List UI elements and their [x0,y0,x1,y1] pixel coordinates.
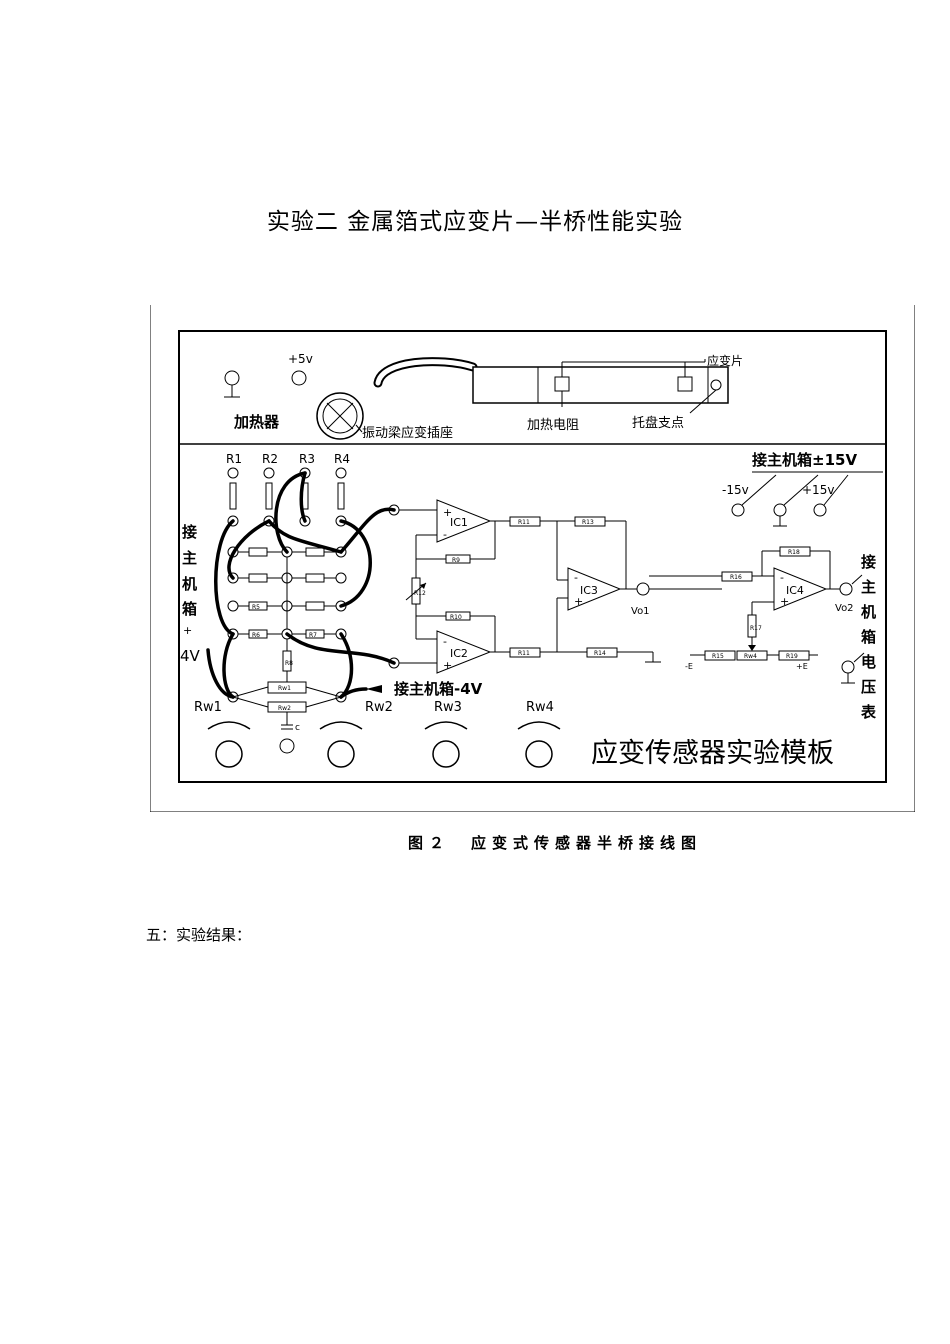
svg-text:主: 主 [182,549,197,567]
rw3-label: Rw3 [434,700,462,715]
svg-text:+: + [780,595,789,608]
plus15v-label: +15v [802,483,834,497]
pot-rw1-box-label: Rw1 [278,685,291,692]
svg-text:压: 压 [861,678,876,696]
rw4-label: Rw4 [526,700,554,715]
svg-text:箱: 箱 [182,600,197,618]
plus-sign-label: + [183,624,192,637]
connection-wires [206,471,396,699]
resistor-r8-label: R8 [285,660,293,667]
svg-text:箱: 箱 [861,628,876,646]
ic1-label: IC1 [450,516,468,529]
rw1-knob [215,740,243,768]
resistor-r15 [704,650,736,661]
host-box-minus4v-label: 接主机箱-4V [394,680,483,698]
resistor-r17-label: R17 [750,625,762,632]
ic4-label: IC4 [786,584,804,597]
resistor-r6-label: R6 [252,632,260,639]
vibration-socket-icon [316,392,364,440]
svg-text:+: + [443,506,452,519]
resistor-r9-label: R9 [452,557,460,564]
four-v-label: 4V [180,647,201,665]
ic3-amplifier [567,567,622,611]
rw3-knob [432,740,460,768]
c-label: c [295,723,300,733]
minus15v-terminal [731,503,745,517]
tray-pivot-label: 托盘支点 [632,415,684,431]
svg-text:+: + [443,659,452,672]
resistor-r19-label: R19 [786,653,798,660]
svg-text:表: 表 [861,703,877,721]
host-box-plus4v-label-1: 接 [182,523,197,541]
rw4-knob [525,740,553,768]
resistor-label-r3: R3 [299,452,315,466]
ic4-amplifier [773,567,828,611]
board-title: 应变传感器实验模板 [591,738,834,769]
svg-text:机: 机 [861,603,876,621]
resistor-r18-label: R18 [788,549,800,556]
ic1-amplifier [436,499,492,543]
minus15v-label: -15v [722,483,749,497]
rw2-arc [319,721,363,730]
svg-text:-: - [780,571,784,584]
heating-resistor-label: 加热电阻 [527,418,579,433]
pot-rw2-box-label: Rw2 [278,705,291,712]
ic3-label: IC3 [580,584,598,597]
wiring-diagram-figure: +5v 加热器 振动梁应变插座 应变片 加热电阻 托盘支点 接主机箱±15V -… [150,305,915,812]
ground-terminal-heater [224,370,240,398]
vo2-terminal [839,582,853,596]
ic2-label: IC2 [450,647,468,660]
rw3-arc [424,721,468,730]
rw4-arc [517,721,561,730]
resistor-r7-label: R7 [309,632,317,639]
svg-text:主: 主 [861,578,876,596]
host-box-15v-label: 接主机箱±15V [752,451,857,469]
plus15v-terminal [813,503,827,517]
plus5v-label: +5v [288,352,313,366]
strain-resistor-r1 [227,467,239,527]
resistor-r13-label: R13 [582,519,594,526]
vibration-socket-label: 振动梁应变插座 [362,425,453,441]
svg-text:-: - [574,571,578,584]
resistor-r11b-label: R11 [518,650,530,657]
ic2-amplifier [436,630,492,674]
section-heading-results: 五：实验结果： [146,926,252,944]
strain-gauge-label: 应变片 [707,353,743,368]
plus5v-terminal [291,370,307,386]
vo2-label: Vo2 [835,603,854,614]
svg-text:-: - [443,528,447,541]
svg-text:-: - [443,635,447,648]
figure-caption: 图２ 应变式传感器半桥接线图 [408,834,703,852]
resistor-label-r1: R1 [226,452,242,466]
rw1-label: Rw1 [194,700,222,715]
rw2-label: Rw2 [365,700,393,715]
pot-rw4-box-label: Rw4 [744,653,757,660]
heater-label: 加热器 [233,413,280,431]
resistor-r15-label: R15 [712,653,724,660]
resistor-label-r4: R4 [334,452,350,466]
svg-text:机: 机 [182,575,197,593]
resistor-r12-label: R12 [414,590,426,597]
svg-text:电: 电 [861,653,876,671]
resistor-r14-label: R14 [594,650,606,657]
rw1-arc [207,721,251,730]
resistor-r11a-label: R11 [518,519,530,526]
resistor-r5-label: R5 [252,604,260,611]
resistor-r10-label: R10 [450,614,462,621]
page-title: 实验二 金属箔式应变片—半桥性能实验 [266,209,684,235]
host-box-voltmeter-label-1: 接 [861,553,876,571]
minus-e-label: -E [685,662,693,671]
svg-text:+: + [574,595,583,608]
capacitor-terminal [279,738,295,754]
resistor-r16-label: R16 [730,574,742,581]
strain-resistor-r2 [263,467,275,527]
plus-e-label: +E [796,662,808,671]
rw2-knob [327,740,355,768]
wiring-diagram-svg: +5v 加热器 振动梁应变插座 应变片 加热电阻 托盘支点 接主机箱±15V -… [150,305,915,812]
vo1-label: Vo1 [631,606,650,617]
resistor-label-r2: R2 [262,452,278,466]
cantilever-beam [472,366,729,404]
